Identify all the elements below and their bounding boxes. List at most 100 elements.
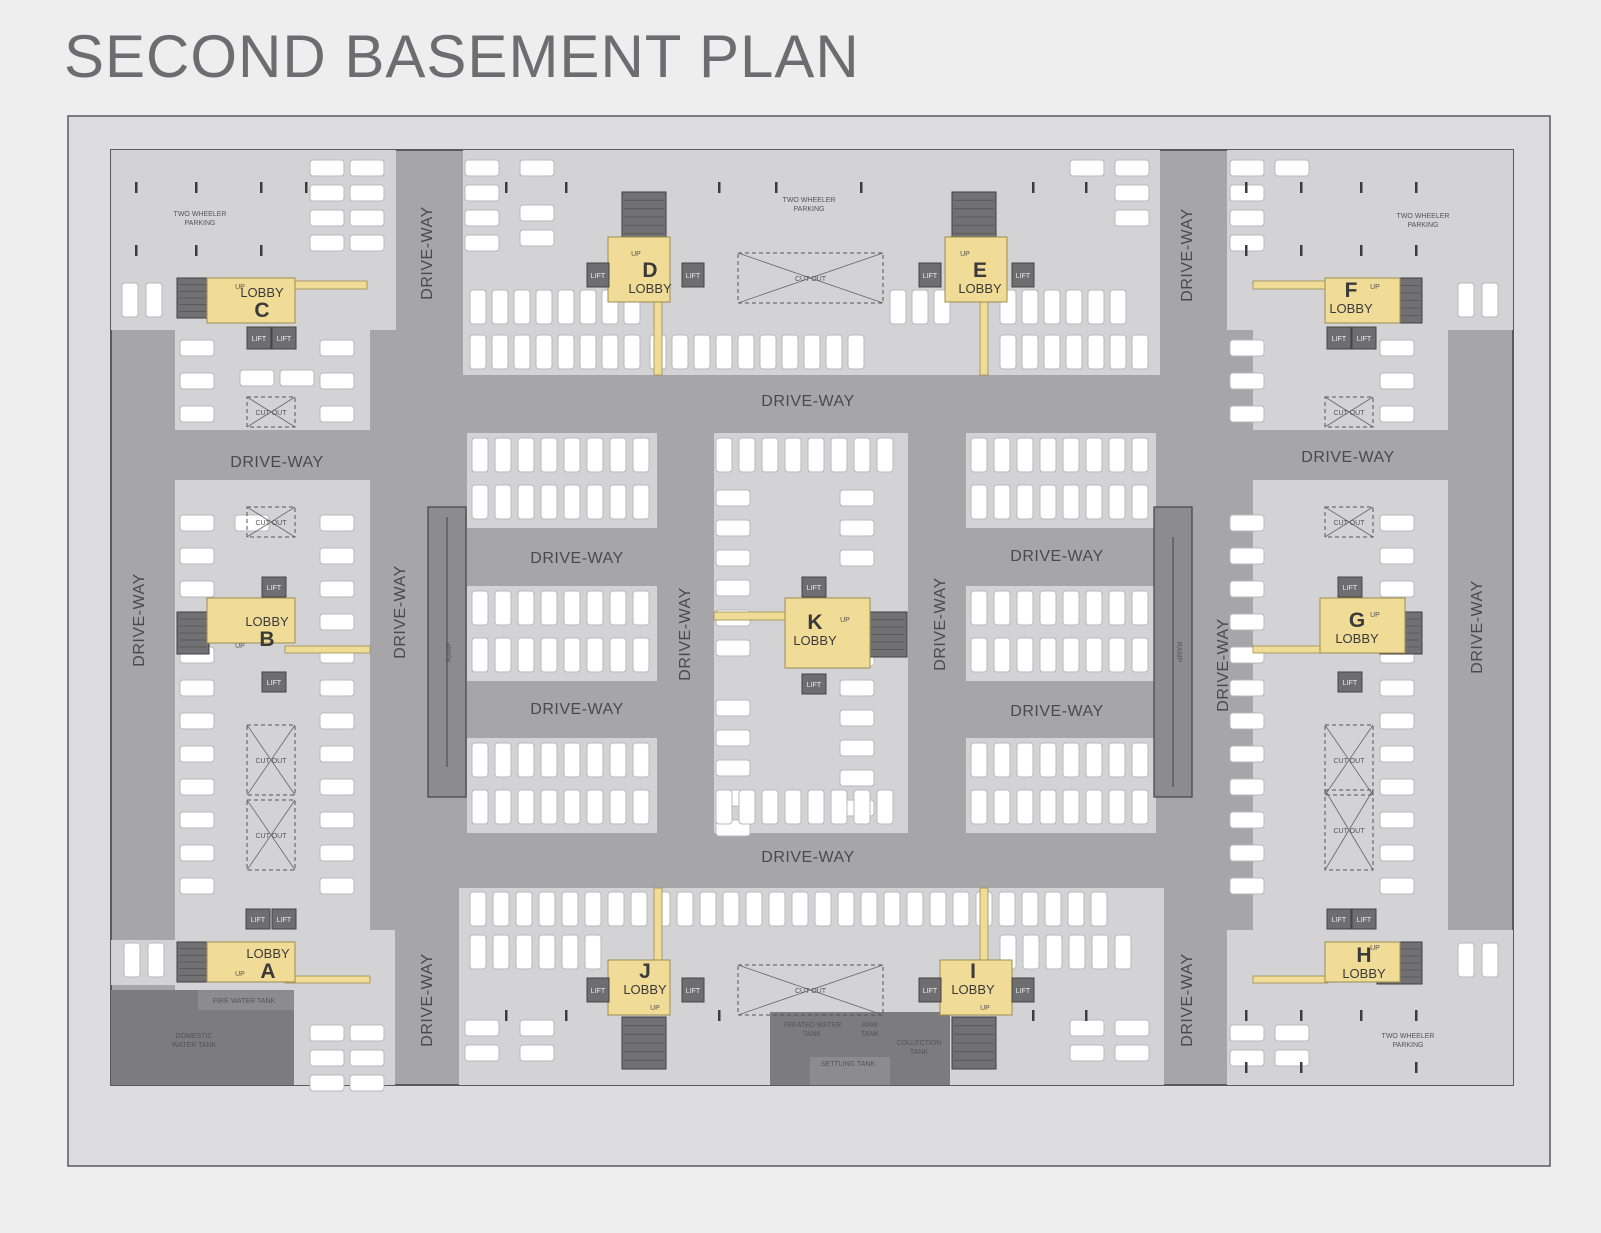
- cut-out-label: CUT OUT: [795, 988, 827, 995]
- driveway-label: DRIVE-WAY: [392, 565, 409, 658]
- ramp: RAMP: [427, 506, 467, 798]
- car-bay: [1131, 742, 1149, 778]
- car-bay: [1069, 159, 1105, 177]
- lift-shaft: [586, 977, 610, 1003]
- car-bay: [1039, 484, 1057, 520]
- cut-out-outline: [737, 964, 884, 1016]
- lobby-C-letter: C: [254, 299, 269, 322]
- lift-label: LIFT: [1332, 336, 1347, 343]
- car-bay: [519, 204, 555, 222]
- car-bay: [1457, 282, 1475, 318]
- staircase: [176, 611, 210, 655]
- column: [135, 182, 138, 193]
- car-bay: [715, 639, 751, 657]
- lift-label: LIFT: [252, 336, 267, 343]
- lobby-I-letter: I: [970, 960, 976, 983]
- car-bay: [179, 514, 215, 532]
- car-bay: [830, 789, 848, 825]
- lobby-G-label: LOBBY: [1335, 631, 1379, 646]
- car-bay: [584, 934, 602, 970]
- lift: LIFT: [271, 908, 297, 930]
- car-bay: [492, 934, 510, 970]
- car-bay: [179, 679, 215, 697]
- car-bay: [179, 547, 215, 565]
- car-bay: [471, 789, 489, 825]
- car-bay: [999, 334, 1017, 370]
- car-bay: [699, 891, 717, 927]
- car-bay: [1016, 590, 1034, 626]
- car-bay: [515, 891, 533, 927]
- car-bay: [1229, 811, 1265, 829]
- column: [718, 1010, 721, 1021]
- car-bay: [883, 891, 901, 927]
- lobby-passage: [284, 645, 371, 654]
- lift-label: LIFT: [591, 273, 606, 280]
- car-bay: [609, 789, 627, 825]
- driveway-label: DRIVE-WAY: [230, 454, 323, 471]
- lift-label: LIFT: [251, 917, 266, 924]
- two-wheeler-parking-label: PARKING: [794, 206, 825, 213]
- column: [260, 245, 263, 256]
- car-bay: [993, 789, 1011, 825]
- car-bay: [609, 484, 627, 520]
- lift-label: LIFT: [1016, 273, 1031, 280]
- column: [505, 182, 508, 193]
- two-wheeler-parking-label: PARKING: [1408, 222, 1439, 229]
- column: [1415, 1062, 1418, 1073]
- car-bay: [319, 514, 355, 532]
- car-bay: [1229, 877, 1265, 895]
- car-bay: [540, 789, 558, 825]
- car-bay: [1062, 742, 1080, 778]
- car-bay: [715, 489, 751, 507]
- lobby-E-letter: E: [973, 259, 987, 282]
- column: [1245, 245, 1248, 256]
- car-bay: [1229, 372, 1265, 390]
- lift: LIFT: [1337, 576, 1363, 598]
- car-bay: [1229, 514, 1265, 532]
- cut-out-label: CUT OUT: [1334, 758, 1366, 765]
- cut-out-cross: [1324, 724, 1374, 796]
- raw-tank-label: TANK: [861, 1031, 879, 1038]
- lobby-I-area: [939, 959, 1013, 1016]
- car-bay: [876, 437, 894, 473]
- car-bay: [319, 877, 355, 895]
- column: [305, 182, 308, 193]
- car-bay: [814, 891, 832, 927]
- car-bay: [791, 891, 809, 927]
- two-wheeler-parking-label: TWO WHEELER: [783, 197, 836, 204]
- cut-out-cross: [737, 964, 884, 1016]
- car-bay: [319, 679, 355, 697]
- cut-out-cross: [246, 396, 296, 428]
- car-bay: [579, 334, 597, 370]
- car-bay: [515, 934, 533, 970]
- car-bay: [889, 289, 907, 325]
- car-bay: [1379, 712, 1415, 730]
- car-bay: [853, 789, 871, 825]
- lift: LIFT: [1011, 977, 1035, 1003]
- car-bay: [121, 282, 139, 318]
- car-bay: [494, 484, 512, 520]
- lift: LIFT: [1326, 908, 1352, 930]
- car-bay: [993, 590, 1011, 626]
- car-bay: [1069, 1044, 1105, 1062]
- car-bay: [759, 334, 777, 370]
- car-bay: [471, 484, 489, 520]
- collection-tank-label: COLLECTION: [897, 1040, 942, 1047]
- lift-label: LIFT: [591, 988, 606, 995]
- column: [1300, 1010, 1303, 1021]
- car-bay: [768, 891, 786, 927]
- car-bay: [876, 789, 894, 825]
- cut-out-cross: [246, 799, 296, 871]
- lift: LIFT: [681, 262, 705, 288]
- car-bay: [179, 844, 215, 862]
- lift-label: LIFT: [1343, 585, 1358, 592]
- car-bay: [1379, 580, 1415, 598]
- car-bay: [319, 844, 355, 862]
- parking-bays: [121, 159, 1499, 1092]
- car-bay: [807, 437, 825, 473]
- cut-out-label: CUT OUT: [795, 276, 827, 283]
- car-bay: [609, 742, 627, 778]
- cut-out: CUT OUT: [1324, 724, 1374, 796]
